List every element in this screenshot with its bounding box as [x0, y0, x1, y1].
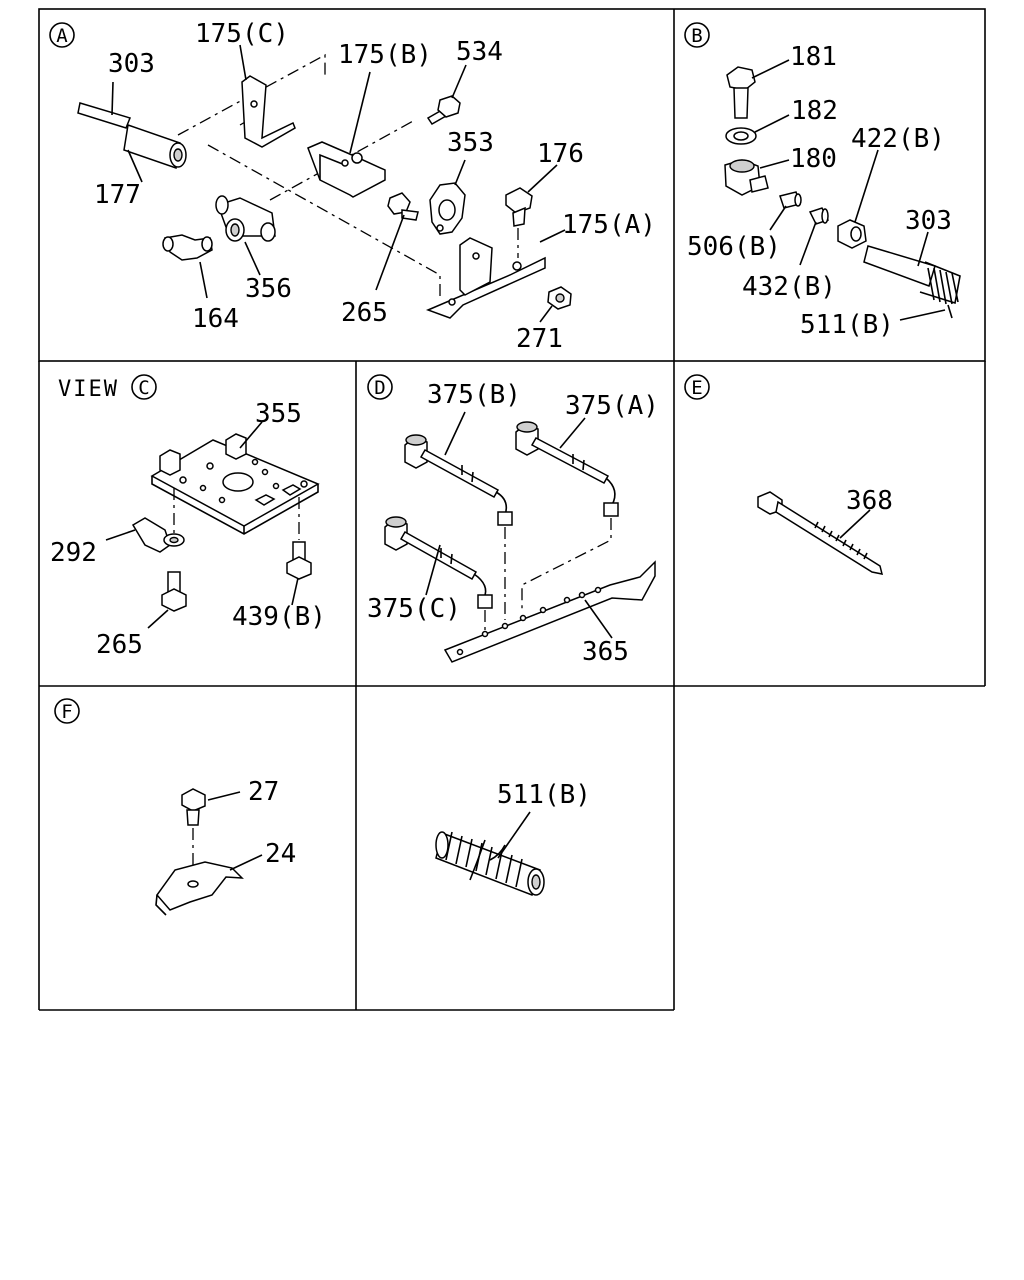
part-number-label: 265 — [341, 298, 388, 328]
bolt-265-a — [387, 192, 419, 221]
part-number-label: 265 — [96, 630, 143, 660]
part-number-label: 439(B) — [232, 602, 326, 632]
bolt-534 — [426, 95, 461, 125]
bracket-175b — [307, 141, 386, 198]
part-number-label: 303 — [905, 206, 952, 236]
panel-d: D — [367, 374, 659, 667]
panel-letter: F — [61, 701, 72, 723]
part-number-label: 353 — [447, 128, 494, 158]
wire-375a — [515, 421, 619, 517]
panel-letter: A — [56, 25, 68, 47]
bolt-439b — [286, 541, 312, 580]
clip-24 — [155, 861, 244, 916]
panel-letter: D — [374, 377, 385, 399]
insert-432b — [808, 207, 830, 225]
bolt-27 — [181, 788, 206, 826]
panel-grid — [38, 8, 986, 1011]
bracket-175a — [425, 237, 546, 319]
panel-b-marker: B — [684, 22, 710, 48]
panel-f-marker: F — [54, 698, 80, 724]
part-number-label: 175(C) — [195, 19, 289, 49]
part-number-label: 432(B) — [742, 272, 836, 302]
part-number-label: 375(C) — [367, 594, 461, 624]
part-number-label: 368 — [846, 486, 893, 516]
part-number-label: 24 — [265, 839, 296, 869]
part-number-label: 27 — [248, 777, 279, 807]
panel-g: 511(B) — [435, 780, 591, 896]
part-number-label: 356 — [245, 274, 292, 304]
bolt-176 — [505, 187, 533, 258]
part-number-label: 422(B) — [851, 124, 945, 154]
corrugated-tube-511b — [435, 831, 545, 896]
bolt-181 — [726, 66, 756, 119]
nut-271 — [547, 286, 572, 310]
part-number-label: 355 — [255, 399, 302, 429]
panel-letter: E — [691, 377, 702, 399]
part-number-label: 534 — [456, 37, 503, 67]
cable-tie-368 — [757, 491, 884, 575]
bracket-175c — [241, 75, 296, 148]
part-number-label: 176 — [537, 139, 584, 169]
washer-182 — [725, 127, 757, 145]
clamp-353 — [429, 182, 466, 235]
elbow-164 — [162, 234, 213, 261]
panel-letter: C — [138, 377, 149, 399]
part-number-label: 175(A) — [562, 210, 656, 240]
pipe-303 — [77, 102, 132, 129]
part-number-label: 506(B) — [687, 232, 781, 262]
part-number-label: 177 — [94, 180, 141, 210]
panel-e: E 368 — [684, 374, 893, 575]
part-number-label: 181 — [790, 42, 837, 72]
part-number-label: 375(B) — [427, 380, 521, 410]
tee-356 — [215, 195, 276, 242]
nut-422b — [837, 219, 867, 249]
part-number-label: 511(B) — [497, 780, 591, 810]
wire-375c — [384, 516, 493, 609]
pipe-303-b — [863, 245, 961, 319]
plate-365 — [443, 560, 656, 663]
clip-292 — [131, 517, 185, 553]
view-label: VIEW — [58, 377, 119, 402]
part-number-label: 164 — [192, 304, 239, 334]
part-number-label: 375(A) — [565, 391, 659, 421]
panel-b: B — [684, 22, 961, 340]
part-number-label: 182 — [791, 96, 838, 126]
panel-c: VIEW C — [50, 374, 326, 660]
panel-e-marker: E — [684, 374, 710, 400]
panel-letter: B — [691, 25, 702, 47]
fitting-177 — [123, 123, 187, 170]
panel-a-marker: A — [49, 22, 75, 48]
eye-180 — [724, 159, 769, 196]
part-number-label: 180 — [790, 144, 837, 174]
part-number-label: 175(B) — [338, 40, 432, 70]
bolt-265-c — [161, 571, 187, 612]
sleeve-506b — [779, 191, 802, 209]
panel-c-marker: VIEW C — [58, 374, 157, 402]
plate-355 — [150, 433, 320, 535]
panel-f: F 27 24 — [54, 698, 296, 916]
panel-d-marker: D — [367, 374, 393, 400]
panel-a: A — [49, 19, 656, 354]
part-number-label: 511(B) — [800, 310, 894, 340]
part-number-label: 303 — [108, 49, 155, 79]
wire-375b — [404, 434, 513, 526]
part-number-label: 365 — [582, 637, 629, 667]
part-number-label: 271 — [516, 324, 563, 354]
part-number-label: 292 — [50, 538, 97, 568]
